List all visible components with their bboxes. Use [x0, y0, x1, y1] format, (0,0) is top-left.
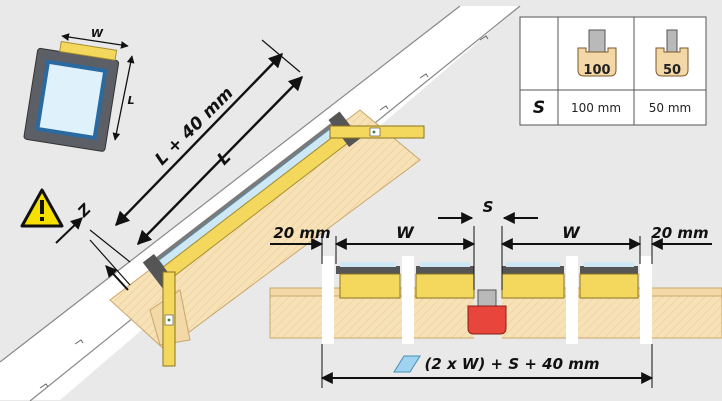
table-row-label-s: S [533, 98, 545, 118]
spacing-table: 100 50 S 100 mm 50 mm [519, 16, 707, 126]
table-value-50mm: 50 mm [649, 101, 691, 115]
frame-section-icon [655, 29, 689, 77]
spirit-level-icon [162, 271, 176, 367]
label-20mm-left: 20 mm [273, 224, 330, 242]
dimension-w-thumb [61, 33, 129, 49]
dimension-w-right [500, 226, 642, 290]
warning-icon [20, 188, 64, 228]
table-badge-50: 50 [663, 63, 681, 78]
label-w-left: W [396, 223, 415, 242]
table-value-100mm: 100 mm [571, 101, 621, 115]
dimension-l-thumb [112, 55, 135, 141]
dimension-20mm-left [270, 236, 324, 264]
cross-section [269, 256, 722, 344]
dimension-l [136, 75, 304, 246]
dimension-total [320, 344, 654, 388]
label-s: S [483, 198, 494, 216]
label-w-thumb: W [91, 27, 104, 40]
dimension-z [55, 217, 131, 291]
glass-pane-icon [393, 355, 421, 373]
label-w-right: W [562, 223, 581, 242]
dimension-20mm-right [650, 236, 712, 264]
label-20mm-right: 20 mm [651, 224, 708, 242]
label-total: (2 x W) + S + 40 mm [425, 355, 600, 373]
label-z: Z [74, 199, 96, 221]
dimension-w-left [334, 226, 476, 290]
frame-section-icon [577, 29, 617, 77]
window-thumbnail-icon [23, 40, 120, 152]
label-l-thumb: L [127, 94, 134, 107]
window-frame-right [501, 262, 639, 299]
spirit-level-icon [329, 125, 425, 139]
label-l-main: L [214, 148, 236, 170]
window-frame-left [336, 262, 475, 299]
table-badge-100: 100 [583, 63, 610, 78]
